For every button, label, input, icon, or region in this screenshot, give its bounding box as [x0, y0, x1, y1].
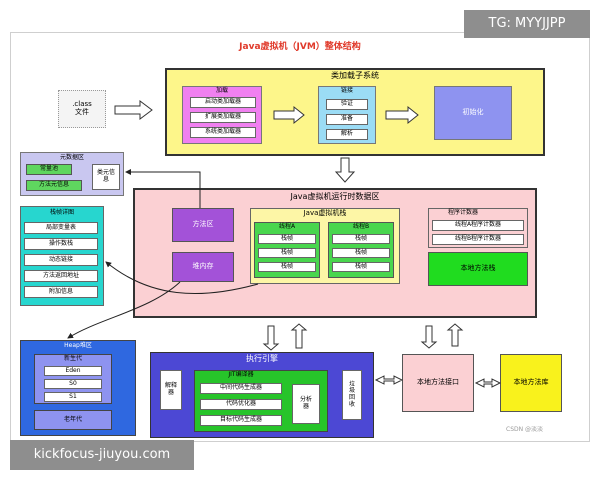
- resolve-step: 解析: [326, 129, 368, 140]
- linking-title: 链接: [340, 87, 353, 95]
- jit-title: JIT编译器: [228, 371, 254, 379]
- target-code-generator: 目标代码生成器: [200, 415, 282, 426]
- arrow-class-to-loader: [114, 100, 153, 120]
- class-file-ext: .class: [72, 100, 92, 109]
- eden-space: Eden: [44, 366, 102, 376]
- thread-a-frame: 栈帧: [258, 248, 316, 258]
- watermark-badge: TG: MYYJJPP: [464, 10, 590, 38]
- thread-a-pc: 线程A程序计数器: [432, 220, 524, 231]
- arrow-engine-interface: [374, 375, 404, 385]
- vm-stack-title: Java虚拟机栈: [303, 209, 347, 218]
- thread-a-label: 线程A: [278, 223, 296, 231]
- diagram-title: Java虚拟机（JVM）整体结构: [239, 42, 361, 53]
- thread-a-frame: 栈帧: [258, 234, 316, 244]
- stack-frame-title: 栈帧详图: [49, 208, 74, 216]
- native-method-library: 本地方法库: [500, 354, 562, 412]
- watermark-text: TG: MYYJJPP: [488, 15, 566, 31]
- arrow-linking-to-init: [385, 105, 419, 125]
- site-watermark-badge: kickfocus-jiuyou.com: [10, 440, 194, 470]
- thread-b-frame: 栈帧: [332, 234, 390, 244]
- ir-generator: 中间代码生成器: [200, 383, 282, 394]
- code-optimizer: 代码优化器: [200, 399, 282, 410]
- bootstrap-loader: 启动类加载器: [190, 97, 256, 108]
- thread-b-frame: 栈帧: [332, 262, 390, 272]
- thread-a-frame: 栈帧: [258, 262, 316, 272]
- program-counter-title: 程序计数器: [447, 209, 478, 217]
- additional-info: 附加信息: [24, 286, 98, 298]
- arrow-native-up: [446, 323, 464, 347]
- extension-loader: 扩展类加载器: [190, 112, 256, 123]
- verify-step: 验证: [326, 99, 368, 110]
- thread-b-pc: 线程B程序计数器: [432, 234, 524, 245]
- analyzer-box: 分析器: [292, 384, 320, 424]
- method-area: 方法区: [172, 208, 234, 242]
- class-meta: 类元信息: [92, 164, 120, 190]
- garbage-collector: 垃圾回收: [342, 370, 362, 420]
- class-file-label: 文件: [75, 108, 89, 116]
- line-stack-frame-to-detail: [105, 261, 259, 295]
- classloader-title: 类加载子系统: [331, 70, 379, 80]
- thread-b-frame: 栈帧: [332, 248, 390, 258]
- engine-title: 执行引擎: [246, 354, 278, 364]
- interpreter-box: 解释器: [160, 370, 182, 410]
- young-title: 新生代: [63, 355, 82, 363]
- arrow-runtime-down: [290, 323, 308, 349]
- native-method-interface: 本地方法接口: [402, 354, 474, 412]
- old-generation: 老年代: [34, 410, 112, 430]
- line-heap-memory-to-heap: [67, 281, 181, 339]
- csdn-watermark: CSDN @淡淡: [506, 426, 544, 433]
- runtime-title: Java虚拟机运行时数据区: [290, 191, 380, 201]
- arrow-native-down: [420, 325, 438, 349]
- survivor-s0: S0: [44, 379, 102, 389]
- heap-title: Heap堆区: [64, 342, 92, 350]
- initialization-box: 初始化: [434, 86, 512, 140]
- dynamic-linking: 动态链接: [24, 254, 98, 266]
- site-watermark-text: kickfocus-jiuyou.com: [33, 446, 171, 462]
- line-method-area-to-metaspace: [125, 169, 201, 208]
- loading-title: 加载: [215, 87, 228, 95]
- arrow-engine-up: [262, 325, 280, 351]
- diagram-frame: [10, 32, 590, 442]
- method-meta: 方法元信息: [26, 180, 82, 191]
- constant-pool: 常量池: [26, 164, 72, 175]
- thread-b-label: 线程B: [352, 223, 370, 231]
- prepare-step: 准备: [326, 114, 368, 125]
- operand-stack: 操作数栈: [24, 238, 98, 250]
- return-address: 方法返回地址: [24, 270, 98, 282]
- arrow-loader-to-runtime: [334, 157, 356, 183]
- local-variable-table: 局部变量表: [24, 222, 98, 234]
- metaspace-title: 元数据区: [59, 153, 84, 161]
- class-file-box: .class 文件: [58, 90, 106, 128]
- native-method-stack: 本地方法栈: [428, 252, 528, 286]
- survivor-s1: S1: [44, 392, 102, 402]
- arrow-interface-library: [474, 378, 502, 388]
- heap-memory: 堆内存: [172, 252, 234, 282]
- system-loader: 系统类加载器: [190, 127, 256, 138]
- arrow-loading-to-linking: [273, 105, 305, 125]
